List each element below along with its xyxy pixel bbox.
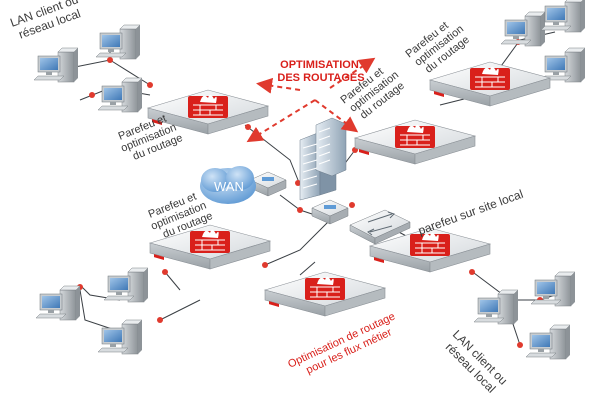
fw-top-right-label-a: Parefeu et optimisation du routage [403,12,475,80]
office-building-icon [299,117,347,201]
lan-top-left-computers [33,24,143,113]
firewall-appliance-icon [264,271,386,317]
lan-bottom-right-computers [473,271,576,360]
desktop-computer-icon [540,0,586,33]
lan-bottom-right-label: LAN client ou réseau local [440,327,513,400]
firewall-appliance-icon [354,119,476,165]
wan-cloud-icon: WAN [200,166,256,204]
desktop-computer-icon [525,324,571,360]
desktop-computer-icon [33,47,79,83]
optimisation-arrows [246,57,376,143]
desktop-computer-icon [97,319,143,355]
desktop-computer-icon [540,47,586,83]
desktop-computer-icon [95,24,141,60]
desktop-computer-icon [35,285,81,321]
lan-bottom-left-computers [35,267,149,355]
wan-label: WAN [214,179,244,194]
desktop-computer-icon [103,267,149,303]
switch-icon [349,209,411,245]
desktop-computer-icon [500,11,546,47]
desktop-computer-icon [473,289,519,325]
desktop-computer-icon [530,271,576,307]
firewall-appliance-icon [429,61,551,107]
router-icon [311,199,349,225]
optimisation-flux-label: Optimisation de routage pour les flux mé… [286,309,405,382]
lan-top-left-label: LAN client ou réseau local [8,0,88,43]
desktop-computer-icon [97,77,143,113]
parefeu-site-local-label: parefeu sur site local [416,187,525,238]
optimisation-routages-label: OPTIMISATION DES ROUTAGES [277,59,364,84]
